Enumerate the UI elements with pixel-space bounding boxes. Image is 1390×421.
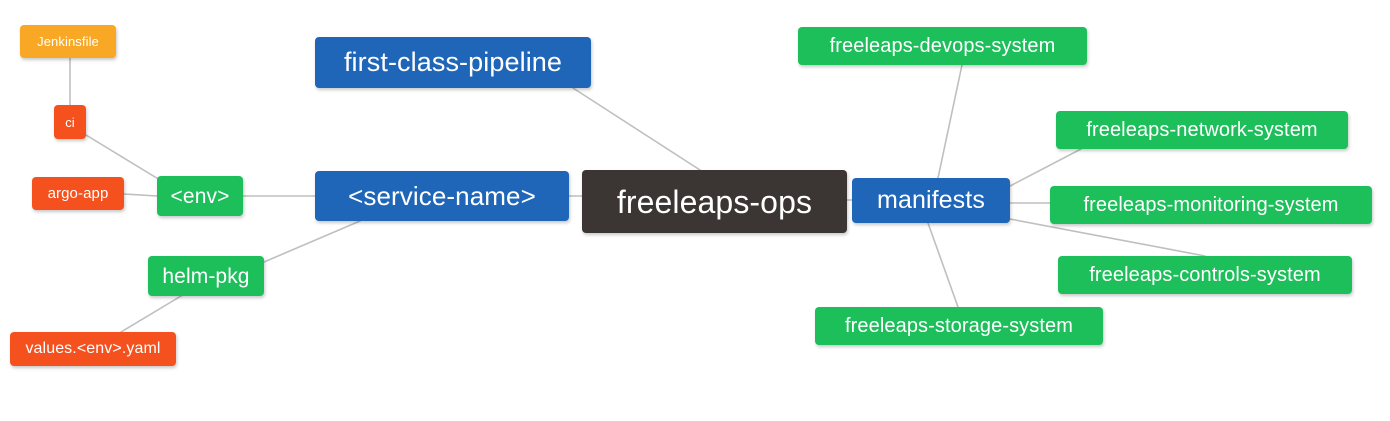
node-label-values-yaml: values.<env>.yaml	[25, 340, 161, 357]
edge-first-class-pipeline-to-freeleaps-ops	[572, 87, 701, 171]
node-label-first-class-pipeline: first-class-pipeline	[343, 47, 563, 77]
edge-helm-pkg-to-service-name	[263, 220, 361, 263]
node-label-freeleaps-monitoring-system: freeleaps-monitoring-system	[1083, 194, 1339, 216]
node-label-env: <env>	[170, 184, 230, 208]
node-first-class-pipeline[interactable]: first-class-pipeline	[315, 37, 591, 88]
node-ci[interactable]: ci	[54, 105, 86, 139]
edge-manifests-to-freeleaps-controls-system	[1009, 218, 1206, 257]
node-service-name[interactable]: <service-name>	[315, 171, 569, 221]
node-label-jenkinsfile: Jenkinsfile	[37, 34, 99, 49]
node-label-freeleaps-controls-system: freeleaps-controls-system	[1089, 264, 1321, 286]
node-label-manifests: manifests	[877, 186, 985, 214]
edge-manifests-to-freeleaps-storage-system	[927, 222, 959, 308]
node-freeleaps-devops-system[interactable]: freeleaps-devops-system	[798, 27, 1087, 65]
node-label-argo-app: argo-app	[47, 185, 109, 202]
node-env[interactable]: <env>	[157, 176, 243, 216]
node-label-freeleaps-devops-system: freeleaps-devops-system	[829, 35, 1056, 57]
node-label-freeleaps-ops: freeleaps-ops	[616, 183, 813, 220]
node-freeleaps-network-system[interactable]: freeleaps-network-system	[1056, 111, 1348, 149]
edge-ci-to-env	[85, 134, 161, 181]
node-freeleaps-ops[interactable]: freeleaps-ops	[582, 170, 847, 233]
edge-manifests-to-freeleaps-network-system	[1009, 148, 1082, 187]
node-label-helm-pkg: helm-pkg	[162, 264, 250, 288]
node-values-yaml[interactable]: values.<env>.yaml	[10, 332, 176, 366]
node-jenkinsfile[interactable]: Jenkinsfile	[20, 25, 116, 58]
edge-values-yaml-to-helm-pkg	[120, 292, 187, 333]
node-label-freeleaps-network-system: freeleaps-network-system	[1086, 119, 1318, 141]
node-helm-pkg[interactable]: helm-pkg	[148, 256, 264, 296]
node-label-service-name: <service-name>	[348, 181, 536, 211]
node-label-ci: ci	[65, 114, 75, 130]
edge-manifests-to-freeleaps-devops-system	[937, 64, 963, 179]
node-freeleaps-monitoring-system[interactable]: freeleaps-monitoring-system	[1050, 186, 1372, 224]
node-label-freeleaps-storage-system: freeleaps-storage-system	[844, 315, 1074, 337]
node-freeleaps-controls-system[interactable]: freeleaps-controls-system	[1058, 256, 1352, 294]
node-argo-app[interactable]: argo-app	[32, 177, 124, 210]
node-freeleaps-storage-system[interactable]: freeleaps-storage-system	[815, 307, 1103, 345]
node-manifests[interactable]: manifests	[852, 178, 1010, 223]
edge-argo-app-to-env	[123, 193, 158, 197]
